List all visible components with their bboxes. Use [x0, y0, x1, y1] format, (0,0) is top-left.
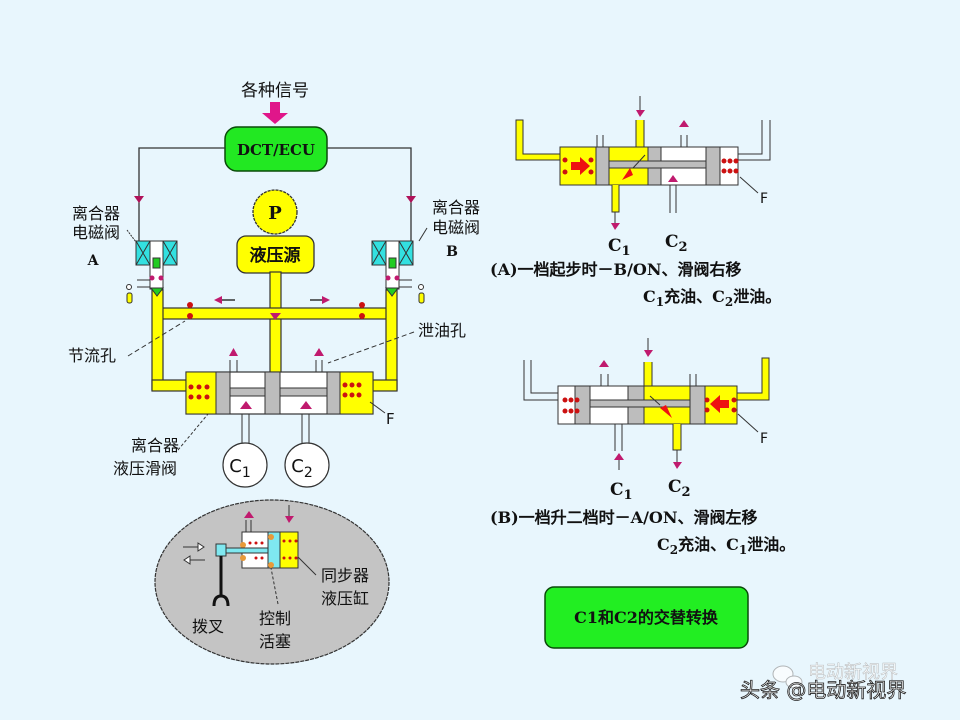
panel-a-c2-label: C2 [665, 232, 688, 255]
sync-cylinder-label-line2: 液压缸 [321, 589, 369, 608]
panel-b-c2-label: C2 [668, 477, 691, 500]
shift-direction-arrows-icon [183, 542, 205, 565]
solenoid-b-label-line1: 离合器 [432, 198, 480, 217]
center-flow-arrow-icon [270, 313, 281, 320]
panel-a-spring-label: F [760, 191, 768, 207]
clutch-port-c1 [240, 401, 252, 445]
fork-label: 拨叉 [192, 617, 224, 636]
solenoid-a-label-line2: 电磁阀 [72, 223, 120, 242]
hydraulic-source-label: 液压源 [250, 245, 301, 266]
panel-b-c2-arrow-icon [673, 462, 682, 469]
panel-b-spool-move-arrow-icon [710, 395, 729, 413]
wire-arrow-a-icon [134, 196, 144, 203]
panel-a-caption-line1: (A)一档起步时－B/ON、滑阀右移 [490, 260, 742, 279]
piston-leader [270, 567, 279, 605]
ecu-label: DCT/ECU [237, 141, 315, 159]
spool-leader [177, 413, 209, 451]
panel-b-c1-arrow-icon [614, 453, 624, 460]
sync-cylinder-leader [297, 556, 317, 576]
drain-hole-label: 泄油孔 [418, 321, 466, 340]
solenoid-a-leader [126, 229, 137, 243]
wire-arrow-b-icon [406, 196, 416, 203]
signal-wire-b [327, 147, 412, 245]
synchronizer-detail: 同步器 液压缸 控制 活塞 拨叉 [154, 499, 390, 665]
orifice-label: 节流孔 [68, 346, 116, 365]
pump-label: P [268, 203, 282, 224]
panel-a-c2-arrow-icon [668, 175, 678, 182]
panel-b-caption-line2: C2充油、C1泄油。 [657, 535, 795, 557]
solenoid-b-label-line2: 电磁阀 [432, 218, 480, 237]
drain-hole-leader [327, 331, 415, 364]
solenoid-a-id: A [87, 253, 100, 269]
drain-port-left [229, 348, 238, 372]
orifice-dots [187, 302, 365, 319]
signal-label: 各种信号 [241, 81, 309, 101]
panel-b-spring-label: F [760, 431, 768, 447]
panel-a: F C1 C2 (A)一档起步时－B/ON、滑阀右移 C1充油、C2泄油。 [490, 96, 781, 309]
panel-b: F C1 C2 (B)一档升二档时－A/ON、滑阀左移 C2充油、C1泄油。 [490, 338, 795, 557]
spring-f-label: F [386, 410, 395, 428]
drain-port-right [314, 348, 324, 372]
signal-arrow-icon [262, 102, 288, 124]
solenoid-b-id: B [446, 244, 458, 260]
watermark: 电动新视界 头条 @电动新视界 [740, 662, 907, 703]
panel-a-supply-arrow-icon [636, 110, 645, 117]
spool-valve [185, 371, 374, 415]
pump-circle [252, 189, 298, 235]
flow-arrow-right-icon [310, 296, 330, 304]
clutch-c1-label: C1 [229, 456, 251, 481]
panel-a-flow-arrow-icon [622, 168, 633, 180]
left-diagram: 各种信号 DCT/ECU P 液压源 [68, 81, 480, 488]
sync-drain-arrow-icon [244, 511, 254, 518]
panel-b-c1-label: C1 [610, 480, 633, 503]
spool-label-line2: 液压滑阀 [113, 459, 177, 478]
panel-b-caption-line1: (B)一档升二档时－A/ON、滑阀左移 [490, 508, 758, 527]
drain-tank-a-icon [126, 284, 133, 304]
panel-b-flow-arrow-icon [660, 405, 672, 418]
panel-a-caption-line2: C1充油、C2泄油。 [643, 287, 781, 309]
spring-f-leader [369, 401, 386, 414]
panel-b-supply-arrow-icon [644, 350, 653, 357]
solenoid-valve-a [135, 240, 178, 297]
clutch-c1-circle [222, 442, 268, 488]
chat-logo-icon [772, 665, 803, 689]
signal-wire-a [138, 147, 225, 245]
watermark-faint-text: 电动新视界 [808, 662, 898, 683]
summary-label: C1和C2的交替转换 [574, 608, 719, 627]
flow-arrow-left-icon [214, 296, 235, 304]
panel-a-c1-label: C1 [608, 236, 631, 259]
panel-a-drain-arrow-icon [679, 120, 689, 127]
panel-b-drain-arrow-icon [599, 360, 609, 367]
solenoid-b-leader [418, 227, 428, 242]
orifice-leader [127, 320, 186, 357]
spool-label-line1: 离合器 [131, 436, 179, 455]
solenoid-valve-b [371, 240, 414, 297]
summary-box [544, 586, 749, 649]
solenoid-a-label-line1: 离合器 [72, 204, 120, 223]
clutch-port-c2 [300, 401, 312, 445]
piston-label-line2: 活塞 [259, 632, 291, 651]
piston-label-line1: 控制 [259, 609, 291, 628]
sync-cylinder-label-line1: 同步器 [321, 566, 369, 585]
watermark-text: 头条 @电动新视界 [740, 678, 906, 702]
panel-a-c1-arrow-icon [611, 223, 620, 230]
clutch-c2-circle [284, 442, 330, 488]
clutch-c2-label: C2 [291, 456, 313, 481]
ecu-box [224, 126, 328, 172]
panel-a-spool-move-arrow-icon [571, 157, 590, 175]
drain-tank-b-icon [418, 284, 425, 304]
sync-supply-arrow-icon [285, 516, 294, 523]
